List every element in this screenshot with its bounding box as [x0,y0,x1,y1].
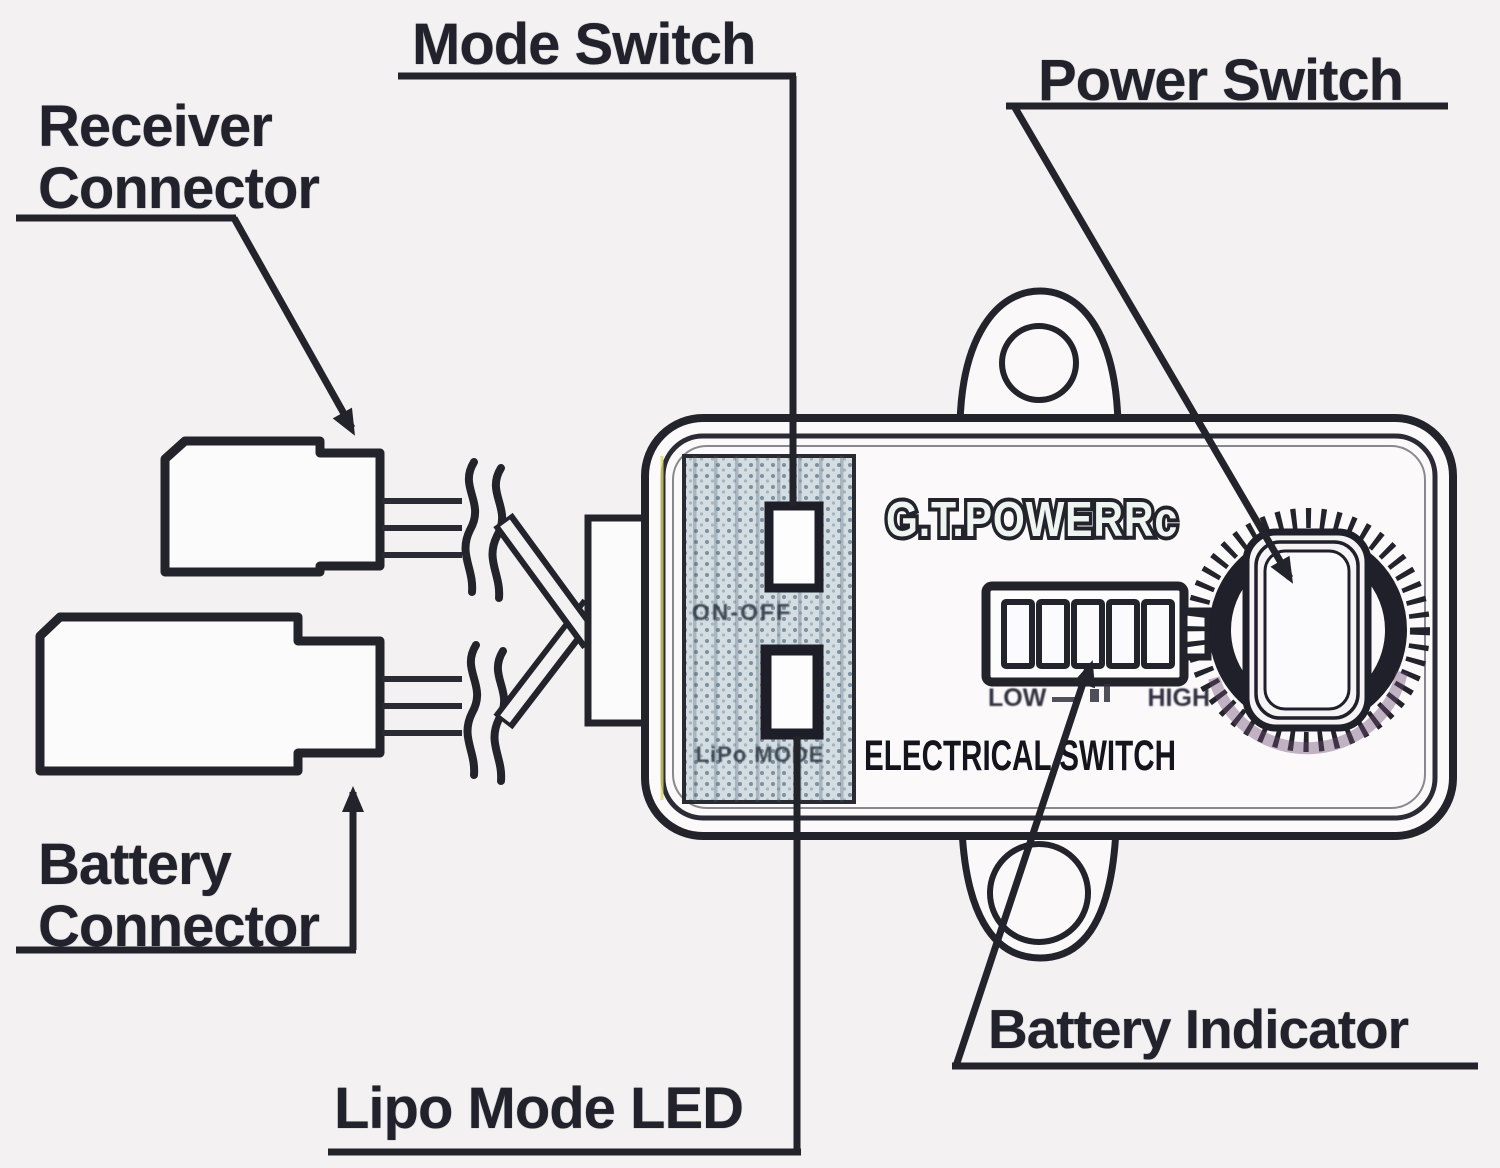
battery-low-label: LOW [988,684,1047,712]
receiver-connector-label-line2: Connector [38,156,320,221]
lipo-led-rect [760,644,824,740]
power-button-tick-ring [1186,508,1430,752]
receiver-connector-label-line1: Receiver [38,94,273,159]
bottom-mounting-tab [958,826,1120,962]
top-screw-hole [999,323,1079,403]
power-switch-callout-line [1010,104,1294,580]
bottom-screw-hole [987,841,1091,945]
battery-cells [1001,599,1175,669]
wire-ribbons [493,512,602,730]
power-button [1186,508,1430,755]
battery-indicator-label: Battery Indicator [988,998,1409,1060]
battery-wires [382,676,462,736]
battery-connector-label-line2: Connector [38,894,320,959]
power-button-shadow-arc [1208,670,1408,755]
arrow-icon [1270,555,1293,584]
lipo-led-panel-label: LiPo MODE [696,742,825,767]
arrow-icon [342,786,364,812]
receiver-wires [382,498,462,558]
battery-terminal-nub [1180,607,1212,661]
product-name-text: ELECTRICAL SWITCH [864,732,1176,780]
top-mounting-tab [956,287,1122,428]
battery-high-label: HIGH [1148,684,1211,712]
arrow-icon [1074,660,1096,689]
battery-connector-label: Battery Connector [38,832,320,959]
callout-underlines [16,72,1478,1156]
callout-arrowheads [332,407,1293,812]
brand-logo-text: G.T.POWERRc [886,493,1178,547]
device-wire-stub [584,514,649,727]
battery-connector-label-line1: Battery [38,832,232,897]
receiver-connector-drawing [160,436,385,577]
battery-scale-marks [1052,684,1110,702]
receiver-connector-callout-line [230,216,356,430]
arrow-icon [332,407,355,436]
wire-break-marks [461,458,509,785]
callout-lines [230,76,1294,1152]
lipo-mode-led-label: Lipo Mode LED [334,1076,744,1141]
battery-indicator-graphic: LOW HIGH [981,581,1212,712]
mode-switch-label: Mode Switch [412,12,756,77]
mode-switch-panel-label: ON-OFF [692,599,792,625]
battery-connector-drawing [35,612,385,776]
power-switch-label: Power Switch [1038,48,1404,113]
mode-switch-rect [764,501,824,593]
battery-indicator-callout-line [952,666,1092,1068]
receiver-connector-label: Receiver Connector [38,94,320,221]
